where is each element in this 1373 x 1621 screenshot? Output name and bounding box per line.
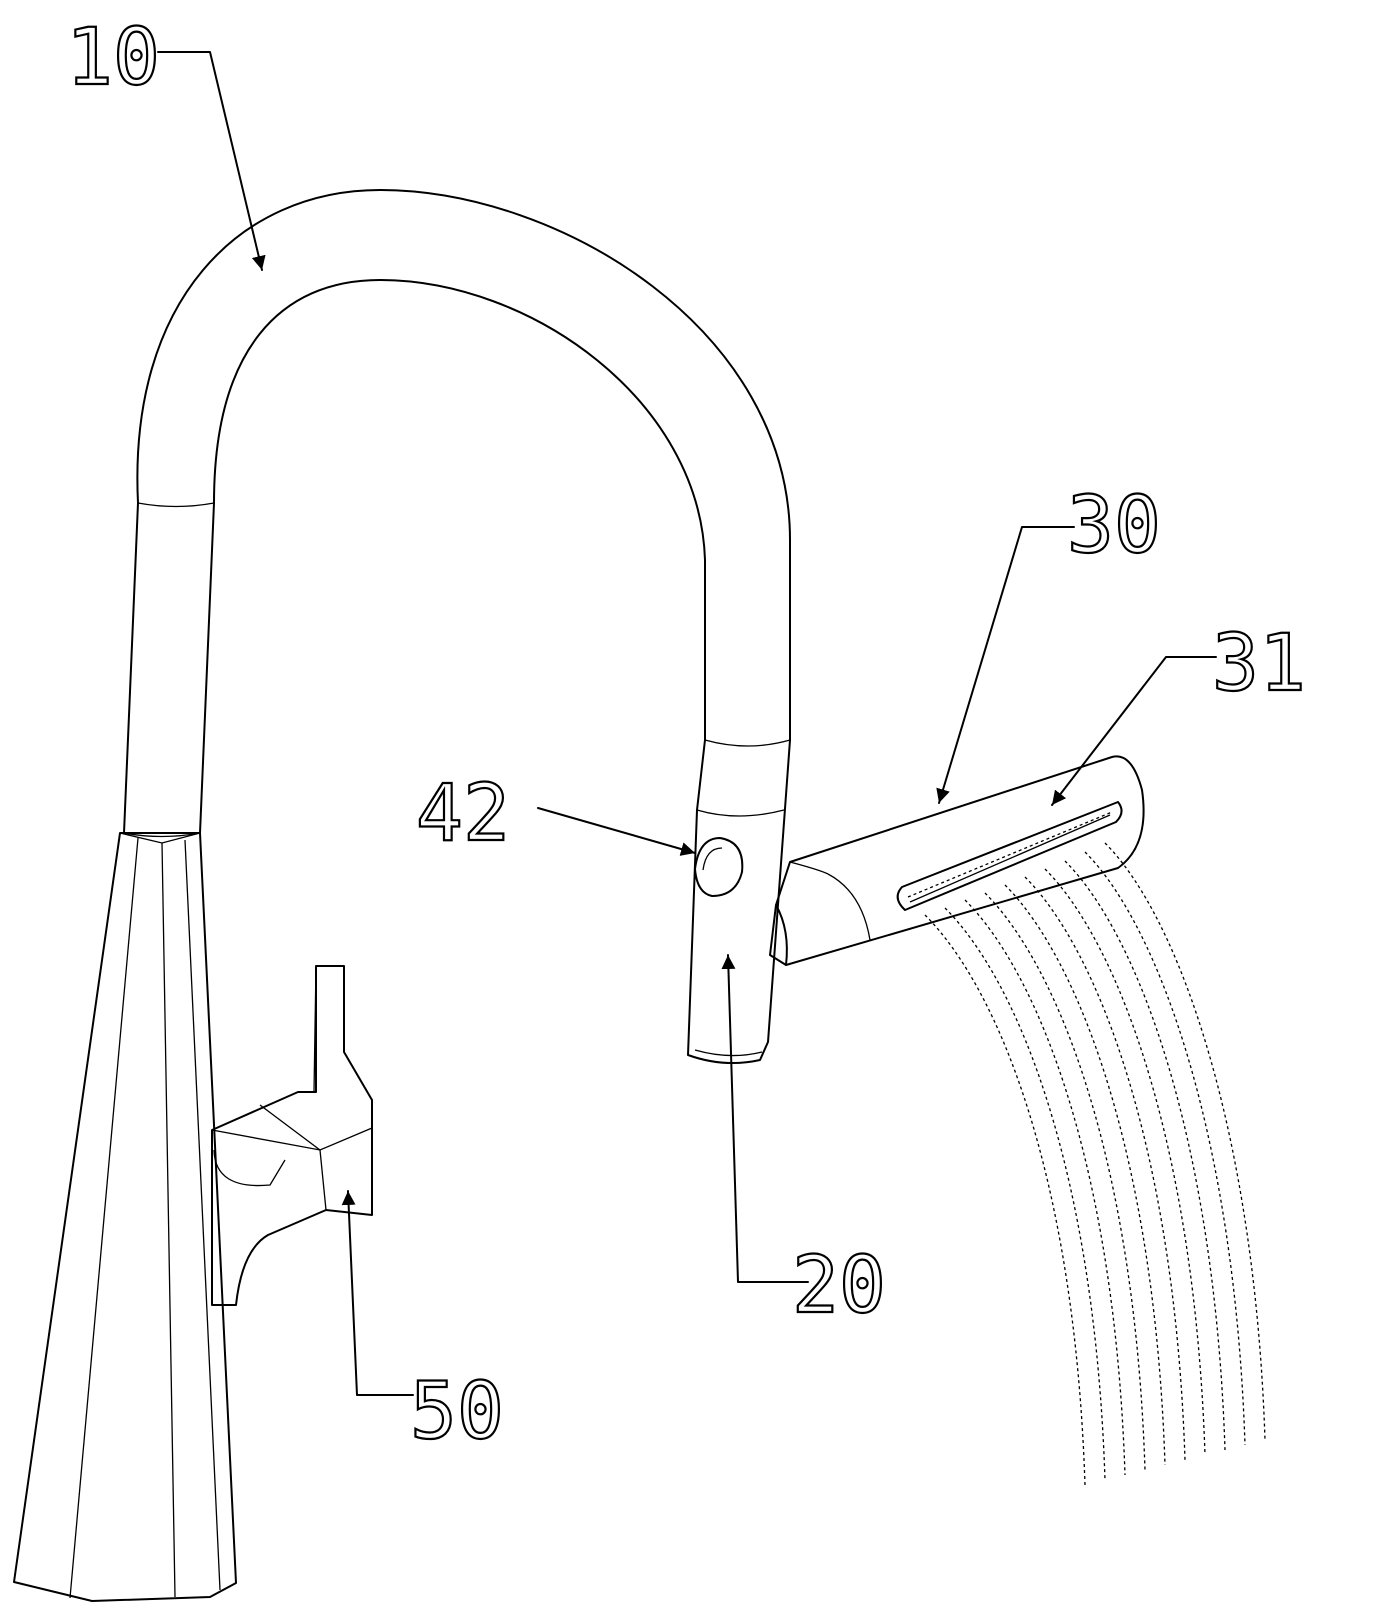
label-50: 50 (410, 1367, 504, 1457)
label-20: 20 (792, 1241, 886, 1331)
leader-lines (157, 51, 1217, 1396)
leader-42 (537, 807, 696, 856)
label-10: 10 (66, 13, 160, 103)
leader-30 (936, 526, 1075, 804)
leader-31 (1051, 656, 1217, 806)
reference-labels: 10 20 30 31 42 50 (65, 12, 1307, 1458)
leader-20 (721, 954, 809, 1283)
spray-head (687, 739, 791, 1064)
label-42: 42 (416, 769, 510, 859)
faucet-handle (211, 965, 373, 1306)
button-42-shape (694, 837, 744, 897)
spray-wand (769, 755, 1145, 966)
leader-50 (341, 1190, 414, 1396)
faucet-body (13, 189, 791, 1602)
leader-10 (157, 51, 266, 271)
water-streams (924, 842, 1266, 1486)
label-31: 31 (1212, 619, 1306, 709)
label-30: 30 (1067, 481, 1161, 571)
